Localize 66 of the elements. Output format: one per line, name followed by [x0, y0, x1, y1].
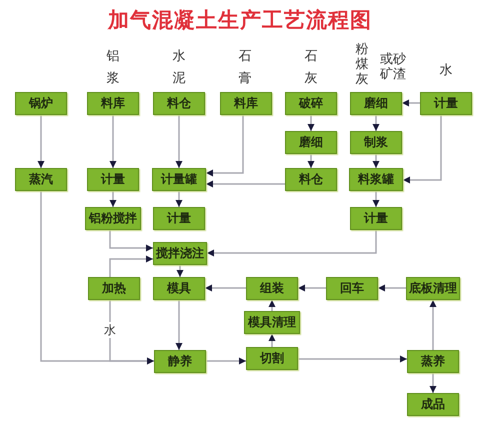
process-box: 计量: [420, 92, 472, 115]
arrow: [109, 256, 153, 277]
arrow: [206, 358, 246, 364]
arrow: [372, 154, 380, 168]
arrow: [378, 284, 406, 292]
process-box: 料浆罐: [349, 168, 403, 191]
arrow: [38, 115, 44, 168]
process-box: 回车: [326, 277, 378, 300]
process-box: 组装: [246, 277, 298, 300]
arrow: [308, 115, 314, 131]
title: 加气混凝土生产工艺流程图: [108, 7, 372, 34]
arrow: [298, 284, 326, 292]
material-label: 石灰: [304, 48, 318, 88]
material-label: 水: [438, 62, 454, 80]
arrow: [268, 334, 276, 347]
arrow: [176, 265, 184, 277]
material-label: 石膏: [238, 48, 252, 88]
material-label: 或砂矿渣: [379, 52, 407, 82]
process-box: 蒸养: [407, 350, 459, 373]
process-box: 锅炉: [15, 92, 67, 115]
arrow: [430, 300, 436, 350]
process-box: 磨细: [350, 92, 402, 115]
arrow: [206, 115, 244, 176]
arrow: [372, 115, 380, 131]
material-label: 水泥: [172, 48, 186, 88]
process-box: 计量: [350, 207, 402, 230]
process-box: 计量罐: [152, 168, 206, 191]
process-box: 料库: [87, 92, 139, 115]
arrow: [308, 154, 314, 168]
arrow: [176, 115, 182, 168]
edge-label: 水: [104, 322, 116, 338]
process-box: 底板清理: [406, 277, 460, 300]
process-box: 料库: [220, 92, 272, 115]
arrow: [40, 191, 154, 364]
arrow: [176, 300, 182, 350]
process-box: 计量: [153, 207, 205, 230]
process-box: 切割: [246, 347, 298, 370]
process-box: 加热: [88, 277, 140, 300]
arrow: [206, 180, 285, 188]
arrow: [268, 300, 276, 311]
arrow: [403, 115, 442, 184]
arrow: [402, 100, 420, 106]
process-box: 蒸汽: [15, 168, 67, 191]
process-box: 制浆: [350, 131, 402, 154]
process-box: 模具: [153, 277, 205, 300]
process-box: 搅拌浇注: [153, 242, 207, 265]
process-box: 料仓: [285, 168, 337, 191]
material-label: 铝浆: [106, 48, 120, 88]
process-box: 静养: [154, 350, 206, 373]
process-box: 成品: [407, 393, 459, 416]
process-box: 磨细: [285, 131, 337, 154]
arrow: [298, 356, 407, 362]
process-box: 计量: [87, 168, 139, 191]
process-box: 破碎: [285, 92, 337, 115]
arrow: [110, 115, 116, 168]
arrow: [110, 191, 116, 207]
process-box: 模具清理: [244, 311, 300, 334]
material-label: 粉煤灰: [354, 42, 370, 87]
arrow: [176, 191, 182, 207]
arrow: [205, 284, 246, 292]
process-box: 料仓: [153, 92, 205, 115]
process-box: 铝粉搅拌: [85, 207, 141, 230]
arrow: [372, 191, 380, 207]
arrow: [207, 230, 377, 256]
arrow: [109, 230, 153, 252]
arrow: [430, 373, 436, 393]
